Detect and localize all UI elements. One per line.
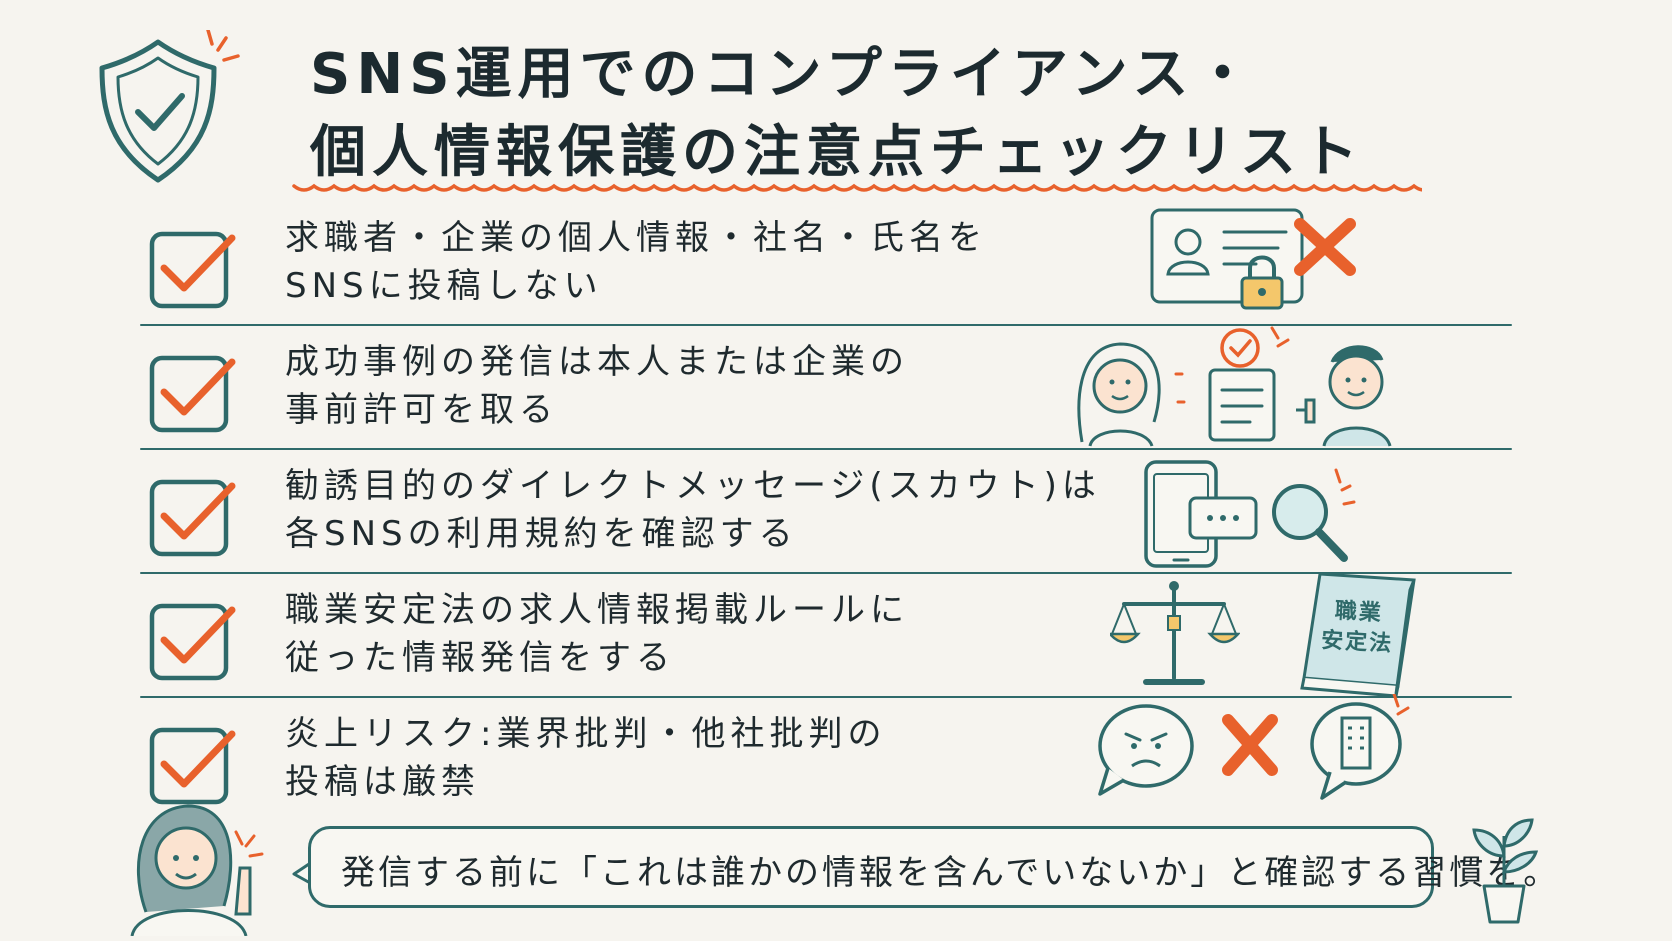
presenter-woman-icon	[130, 804, 264, 936]
footer-speech-bubble: 発信する前に「これは誰かの情報を含んでいないか」と確認する習慣を。	[308, 826, 1557, 908]
row-divider	[140, 572, 1512, 574]
cross-icon	[1222, 714, 1278, 776]
checklist-item-text: 成功事例の発信は本人または企業の 事前許可を取る	[285, 338, 909, 434]
shield-check-icon	[99, 30, 240, 183]
potted-plant-icon	[1472, 818, 1539, 924]
checklist-item-5: 炎上リスク:業界批判・他社批判の 投稿は厳禁	[140, 694, 1512, 810]
item-line-1: 成功事例の発信は本人または企業の	[285, 342, 909, 382]
item-line-1: 求職者・企業の個人情報・社名・氏名を	[285, 218, 987, 258]
checklist-item-text: 勧誘目的のダイレクトメッセージ(スカウト)は 各SNSの利用規約を確認する	[285, 462, 1101, 558]
flaming-risk-illustration	[1098, 694, 1410, 800]
page-title: SNS運用でのコンプライアンス・ 個人情報保護の注意点チェックリスト	[310, 36, 1430, 192]
row-divider	[140, 324, 1512, 326]
item-line-2: 事前許可を取る	[285, 390, 558, 430]
item-line-2: 従った情報発信をする	[285, 638, 675, 678]
row-divider	[140, 696, 1512, 698]
law-book-label: 職業 安定法	[1306, 595, 1409, 660]
item-line-1: 勧誘目的のダイレクトメッセージ(スカウト)は	[285, 466, 1101, 506]
title-underline-wave	[292, 183, 1422, 192]
checkbox-icon	[149, 603, 236, 681]
building-bubble-icon	[1310, 694, 1410, 800]
checklist-item-text: 職業安定法の求人情報掲載ルールに 従った情報発信をする	[285, 586, 909, 682]
checklist-item-text: 炎上リスク:業界批判・他社批判の 投稿は厳禁	[285, 710, 886, 806]
checkbox-icon	[149, 479, 236, 557]
checkbox-icon	[149, 355, 236, 433]
checklist-item-4: 職業安定法の求人情報掲載ルールに 従った情報発信をする 職業 安定法	[140, 574, 1512, 698]
checkbox-icon	[149, 727, 236, 805]
row-divider	[140, 448, 1512, 450]
dm-check-illustration	[1144, 460, 1356, 568]
scales-icon	[1110, 581, 1240, 685]
bubble-tail	[292, 860, 313, 886]
profile-card-icon	[1150, 208, 1356, 310]
magnifier-icon	[1272, 468, 1356, 562]
item-line-2: 各SNSの利用規約を確認する	[285, 514, 798, 554]
approval-document-icon	[1208, 326, 1290, 442]
man-thumbs-up-icon	[1296, 345, 1392, 447]
consent-illustration	[1077, 326, 1392, 447]
checkbox-icon	[149, 231, 236, 309]
item-line-1: 炎上リスク:業界批判・他社批判の	[285, 714, 887, 754]
item-line-1: 職業安定法の求人情報掲載ルールに	[285, 590, 909, 630]
checklist-item-text: 求職者・企業の個人情報・社名・氏名を SNSに投稿しない	[285, 214, 987, 310]
checklist-item-1: 求職者・企業の個人情報・社名・氏名を SNSに投稿しない	[140, 202, 1512, 326]
book-label-line-2: 安定法	[1320, 628, 1394, 657]
lock-icon	[1240, 255, 1284, 310]
title-line-2: 個人情報保護の注意点チェックリスト	[310, 120, 1364, 185]
checklist-item-3: 勧誘目的のダイレクトメッセージ(スカウト)は 各SNSの利用規約を確認する	[140, 450, 1512, 574]
checklist-item-2: 成功事例の発信は本人または企業の 事前許可を取る	[140, 326, 1512, 450]
chat-bubble-icon	[1188, 496, 1258, 540]
item-line-2: 投稿は厳禁	[285, 762, 480, 802]
cross-icon	[1294, 218, 1356, 276]
law-book-icon	[1300, 574, 1416, 698]
title-line-1: SNS運用でのコンプライアンス・	[310, 42, 1257, 107]
item-line-2: SNSに投稿しない	[285, 266, 603, 306]
footer-message: 発信する前に「これは誰かの情報を含んでいないか」と確認する習慣を。	[341, 853, 1561, 893]
woman-face-icon	[1077, 342, 1161, 447]
angry-bubble-icon	[1098, 704, 1194, 796]
